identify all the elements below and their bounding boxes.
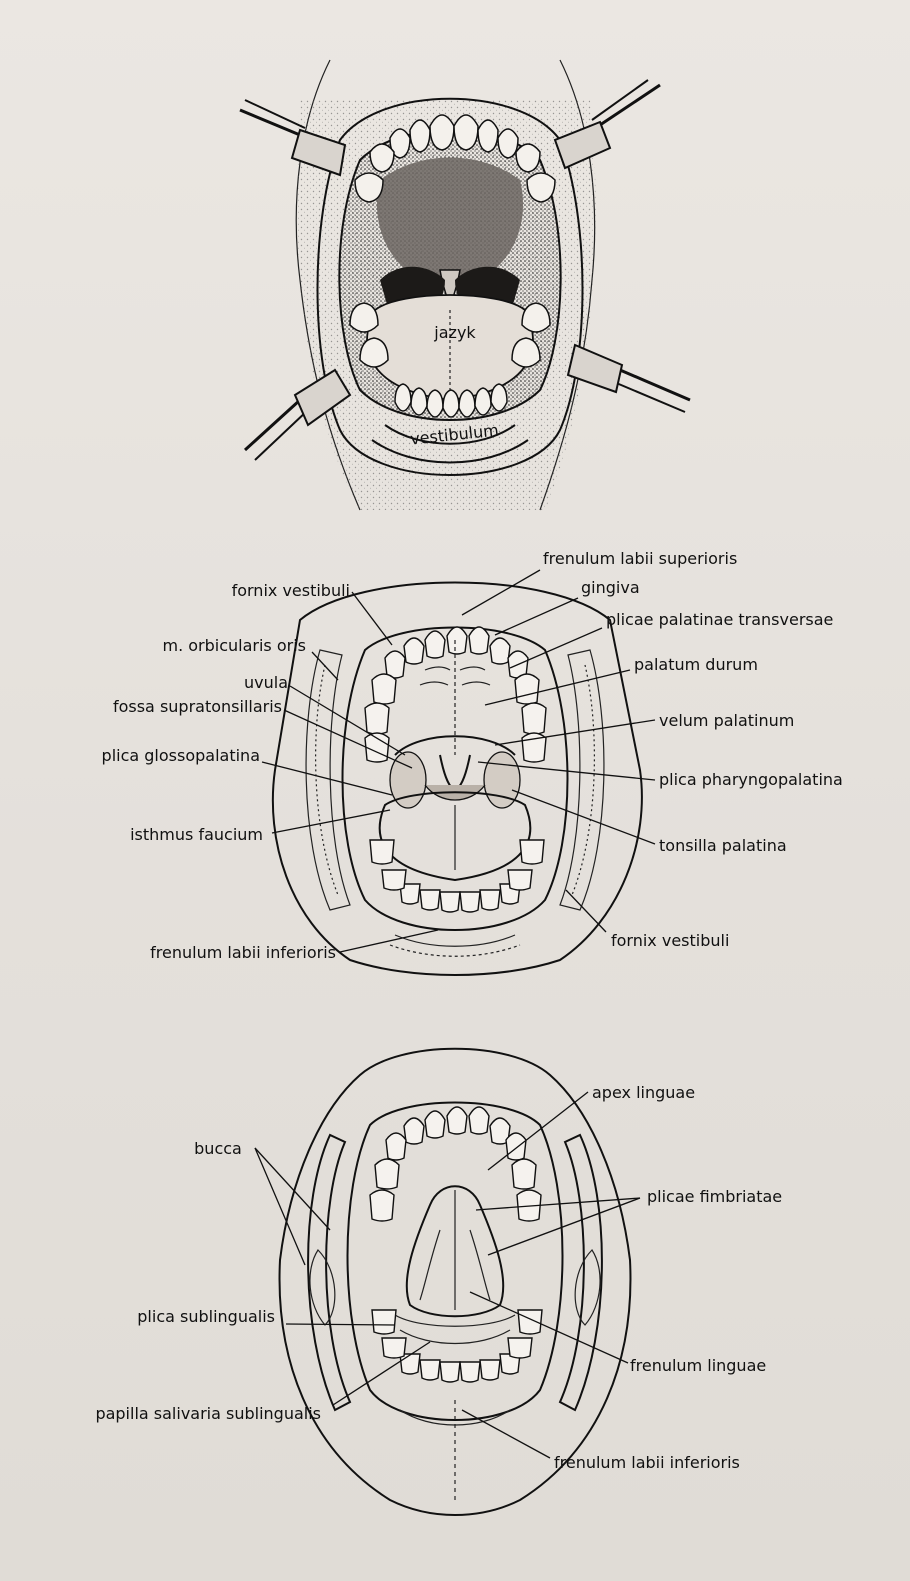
label-frenulum-linguae: frenulum linguae [630,1356,766,1375]
floor-of-mouth-drawing: apex linguae bucca plicae fimbriatae pli… [0,1030,910,1550]
open-mouth-illustration: jazyk vestibulum [0,40,910,530]
label-velum-palatinum: velum palatinum [659,711,794,730]
label-papilla-salivaria-sublingualis: papilla salivaria sublingualis [95,1404,321,1423]
oral-cavity-palate-diagram: frenulum labii superioris gingiva plicae… [0,540,910,990]
label-palatum-durum: palatum durum [634,655,758,674]
uvula-shape [440,755,470,790]
label-frenulum-labii-superioris: frenulum labii superioris [543,549,737,568]
floor-of-mouth-diagram: apex linguae bucca plicae fimbriatae pli… [0,1030,910,1550]
label-apex-linguae: apex linguae [592,1083,695,1102]
lower-dental-arch [370,840,544,912]
label-frenulum-labii-inferioris: frenulum labii inferioris [150,943,336,962]
label-tonsilla-palatina: tonsilla palatina [659,836,787,855]
right-buccal-band [560,1135,602,1410]
oral-cavity-outline [343,628,568,931]
palate-drawing: frenulum labii superioris gingiva plicae… [0,540,910,990]
label-plica-sublingualis: plica sublingualis [137,1307,275,1326]
label-fornix-vestibuli-left: fornix vestibuli [232,581,350,600]
open-mouth-drawing: jazyk vestibulum [0,40,910,530]
label-bucca: bucca [194,1139,242,1158]
tongue-label: jazyk [433,323,476,342]
label-frenulum-labii-inferioris: frenulum labii inferioris [554,1453,740,1472]
label-plica-pharyngopalatina: plica pharyngopalatina [659,770,843,789]
label-gingiva: gingiva [581,578,640,597]
label-isthmus-faucium: isthmus faucium [130,825,263,844]
label-plica-glossopalatina: plica glossopalatina [102,746,260,765]
label-uvula: uvula [244,673,288,692]
label-fornix-vestibuli-right: fornix vestibuli [611,931,729,950]
label-m-orbicularis-oris: m. orbicularis oris [162,636,306,655]
label-fossa-supratonsillaris: fossa supratonsillaris [113,697,282,716]
label-plicae-fimbriatae: plicae fimbriatae [647,1187,782,1206]
lower-dental-arch [372,1310,542,1382]
label-plicae-palatinae-transversae: plicae palatinae transversae [606,610,833,629]
left-buccal-band [308,1135,350,1410]
retractor-lower-right [568,345,690,412]
